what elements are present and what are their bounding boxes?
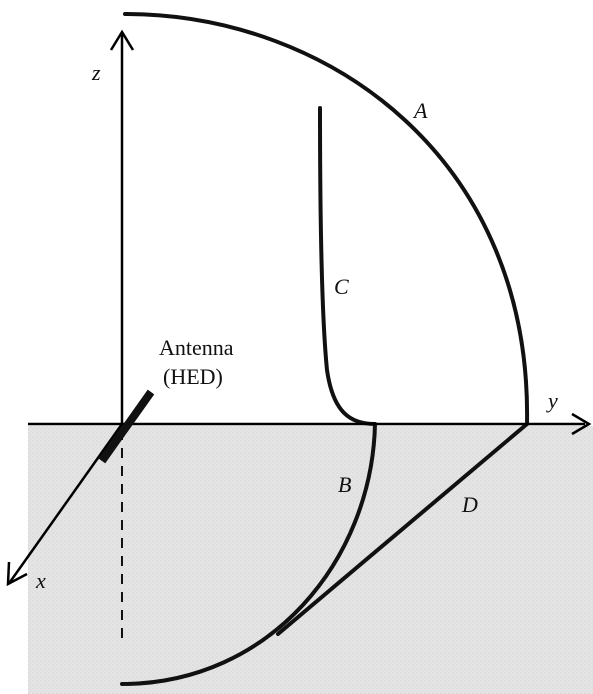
antenna-label-line2: (HED) <box>163 364 223 389</box>
z-axis-label: z <box>91 60 101 85</box>
curve-a <box>123 12 530 426</box>
x-axis-arrowhead <box>6 561 28 587</box>
ground-region <box>28 426 593 694</box>
curve-c <box>318 106 377 426</box>
curve-b <box>120 422 377 686</box>
curve-d-label: D <box>461 492 478 517</box>
curve-d <box>276 422 529 636</box>
y-axis-arrowhead <box>571 412 592 436</box>
x-axis-line <box>8 423 124 583</box>
antenna-label-line1: Antenna <box>159 335 234 360</box>
curve-a-label: A <box>412 98 428 123</box>
z-axis-arrowhead <box>109 29 135 51</box>
y-axis-label: y <box>546 388 558 413</box>
curve-c-label: C <box>334 274 349 299</box>
antenna-element <box>98 389 155 464</box>
curve-b-label: B <box>338 472 351 497</box>
x-axis-label: x <box>35 568 46 593</box>
